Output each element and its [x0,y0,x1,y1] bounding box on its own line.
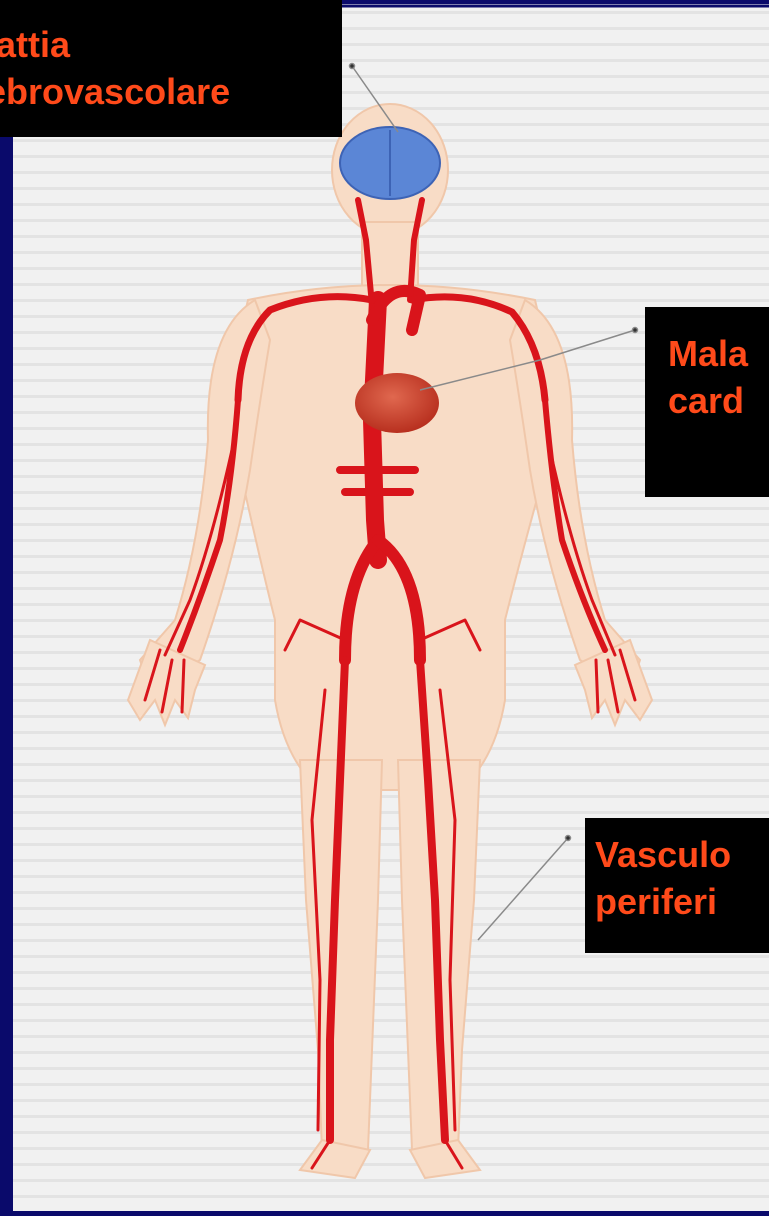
label-peripheral-line2: periferi [595,878,731,925]
heart-organ [355,373,439,433]
leader-dot-cardiac [633,328,638,333]
leader-dot-cerebro [350,64,355,69]
label-box-cardiac: Mala card [645,307,769,497]
aorta-artery [372,300,378,560]
leader-dot-peripheral [566,836,571,841]
label-cerebrovascular-line2: ebrovascolare [0,68,230,115]
label-peripheral: Vasculo periferi [595,831,731,925]
torso-shape [236,285,549,790]
label-cardiac: Mala card [668,330,748,424]
label-cardiac-line1: Mala [668,330,748,377]
label-peripheral-line1: Vasculo [595,831,731,878]
label-cardiac-line2: card [668,377,748,424]
label-cerebrovascular-line1: lattia [0,21,230,68]
label-box-cerebrovascular: lattia ebrovascolare [0,0,342,137]
label-cerebrovascular: lattia ebrovascolare [0,21,230,115]
label-box-peripheral: Vasculo periferi [585,818,769,953]
